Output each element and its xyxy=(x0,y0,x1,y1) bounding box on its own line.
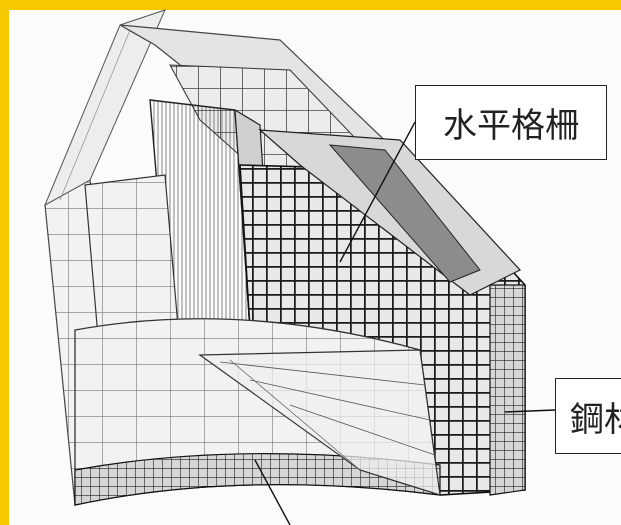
roof-channel xyxy=(328,144,481,283)
leader-line-steel xyxy=(504,409,556,413)
left-slab-top xyxy=(43,9,166,207)
diagonal-glass-wall xyxy=(198,349,441,496)
label-horizontal-grid-text: 水平格柵 xyxy=(443,106,579,146)
label-horizontal-grid: 水平格柵 xyxy=(415,85,607,160)
podium-base-band xyxy=(74,453,441,506)
label-steel: 鋼材 xyxy=(555,378,621,454)
leader-line-horizontal-grid xyxy=(339,121,416,263)
label-steel-text: 鋼材 xyxy=(570,399,621,440)
end-column-face xyxy=(489,284,526,496)
leader-line-bottom xyxy=(254,459,291,525)
